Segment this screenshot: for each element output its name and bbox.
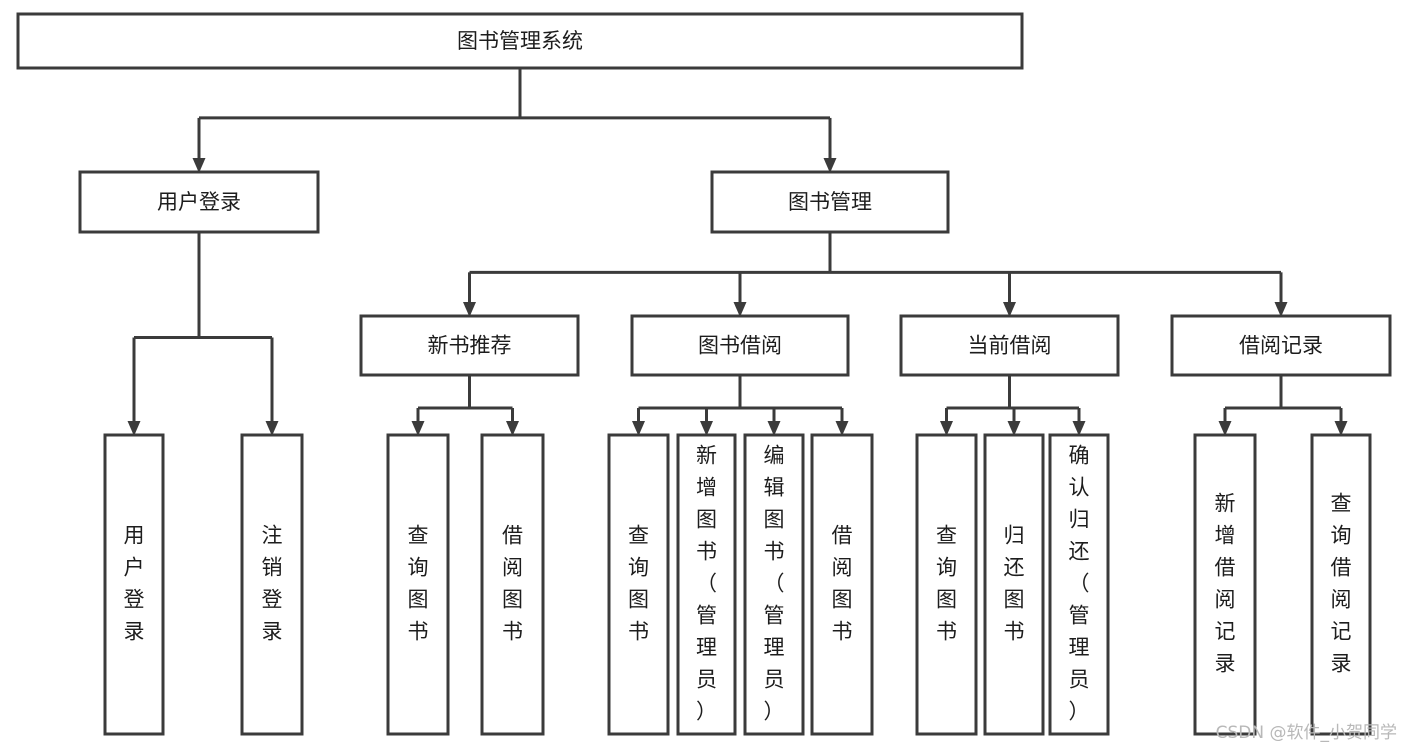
- node-box: [915, 433, 978, 736]
- node-layer: 图书管理系统用户登录图书管理新书推荐图书借阅当前借阅借阅记录用户登录注销登录查询…: [16, 12, 1392, 736]
- node-label: 借阅图书: [502, 524, 523, 644]
- node-label: 图书管理系统: [457, 29, 583, 53]
- node-book-manage[interactable]: 图书管理: [710, 170, 950, 234]
- node-box: [743, 433, 805, 736]
- node-box: [480, 433, 545, 736]
- node-leaf-query-book-1[interactable]: 查询图书: [386, 433, 450, 736]
- node-label: 新增借阅记录: [1215, 492, 1236, 676]
- arrowhead: [835, 421, 849, 436]
- arrowhead: [506, 421, 519, 436]
- arrowhead: [1003, 302, 1016, 317]
- arrowhead: [127, 421, 141, 436]
- node-leaf-borrow-book-2[interactable]: 借阅图书: [810, 433, 874, 736]
- arrowhead: [192, 158, 206, 173]
- arrowhead: [463, 302, 476, 317]
- node-label: 当前借阅: [968, 334, 1052, 358]
- connector-layer: [127, 68, 1348, 436]
- node-book-borrow[interactable]: 图书借阅: [630, 314, 850, 377]
- node-box: [1193, 433, 1257, 736]
- node-box: [1048, 433, 1110, 736]
- node-label: 图书借阅: [698, 334, 782, 358]
- arrowhead: [1007, 421, 1021, 436]
- node-label: 借阅图书: [832, 524, 853, 644]
- node-box: [607, 433, 670, 736]
- arrowhead: [823, 158, 837, 173]
- node-leaf-borrow-book-1[interactable]: 借阅图书: [480, 433, 545, 736]
- node-box: [1170, 314, 1392, 377]
- node-box: [710, 170, 950, 234]
- node-box: [386, 433, 450, 736]
- node-box: [1310, 433, 1372, 736]
- node-box: [983, 433, 1045, 736]
- node-label: 用户登录: [124, 524, 145, 644]
- node-box: [899, 314, 1120, 377]
- node-box: [240, 433, 304, 736]
- node-leaf-add-book[interactable]: 新增图书（管理员）: [676, 433, 737, 736]
- node-label: 查询图书: [936, 524, 957, 644]
- node-root[interactable]: 图书管理系统: [16, 12, 1024, 70]
- node-box: [630, 314, 850, 377]
- arrowhead: [632, 421, 645, 436]
- node-leaf-logout[interactable]: 注销登录: [240, 433, 304, 736]
- node-box: [16, 12, 1024, 70]
- node-leaf-return-book[interactable]: 归还图书: [983, 433, 1045, 736]
- node-box: [676, 433, 737, 736]
- node-label: 查询图书: [408, 524, 429, 644]
- node-label: 借阅记录: [1239, 334, 1323, 358]
- node-leaf-query-record[interactable]: 查询借阅记录: [1310, 433, 1372, 736]
- node-current-borrow[interactable]: 当前借阅: [899, 314, 1120, 377]
- arrowhead: [1274, 302, 1288, 317]
- arrowhead: [1218, 421, 1232, 436]
- node-new-book-rec[interactable]: 新书推荐: [359, 314, 580, 377]
- node-leaf-query-book-2[interactable]: 查询图书: [607, 433, 670, 736]
- arrowhead: [700, 421, 713, 436]
- node-leaf-confirm-return[interactable]: 确认归还（管理员）: [1048, 433, 1110, 736]
- node-label: 归还图书: [1004, 524, 1025, 644]
- node-label: 查询借阅记录: [1331, 492, 1352, 676]
- node-label: 新增图书（管理员）: [696, 444, 717, 724]
- node-label: 图书管理: [788, 190, 872, 214]
- arrowhead: [411, 421, 425, 436]
- node-leaf-add-record[interactable]: 新增借阅记录: [1193, 433, 1257, 736]
- node-borrow-record[interactable]: 借阅记录: [1170, 314, 1392, 377]
- arrowhead: [940, 421, 953, 436]
- arrowhead: [1334, 421, 1348, 436]
- arrowhead: [265, 421, 279, 436]
- node-label: 查询图书: [628, 524, 649, 644]
- node-box: [78, 170, 320, 234]
- node-label: 确认归还（管理员）: [1069, 444, 1090, 724]
- node-box: [103, 433, 165, 736]
- node-box: [810, 433, 874, 736]
- node-leaf-edit-book[interactable]: 编辑图书（管理员）: [743, 433, 805, 736]
- node-leaf-query-book-3[interactable]: 查询图书: [915, 433, 978, 736]
- arrowhead: [733, 302, 747, 317]
- node-leaf-user-login[interactable]: 用户登录: [103, 433, 165, 736]
- arrowhead: [1072, 421, 1086, 436]
- node-label: 编辑图书（管理员）: [764, 444, 785, 724]
- node-label: 注销登录: [262, 524, 283, 644]
- node-label: 用户登录: [157, 190, 241, 214]
- node-user-login[interactable]: 用户登录: [78, 170, 320, 234]
- node-label: 新书推荐: [428, 334, 512, 358]
- arrowhead: [767, 421, 781, 436]
- node-box: [359, 314, 580, 377]
